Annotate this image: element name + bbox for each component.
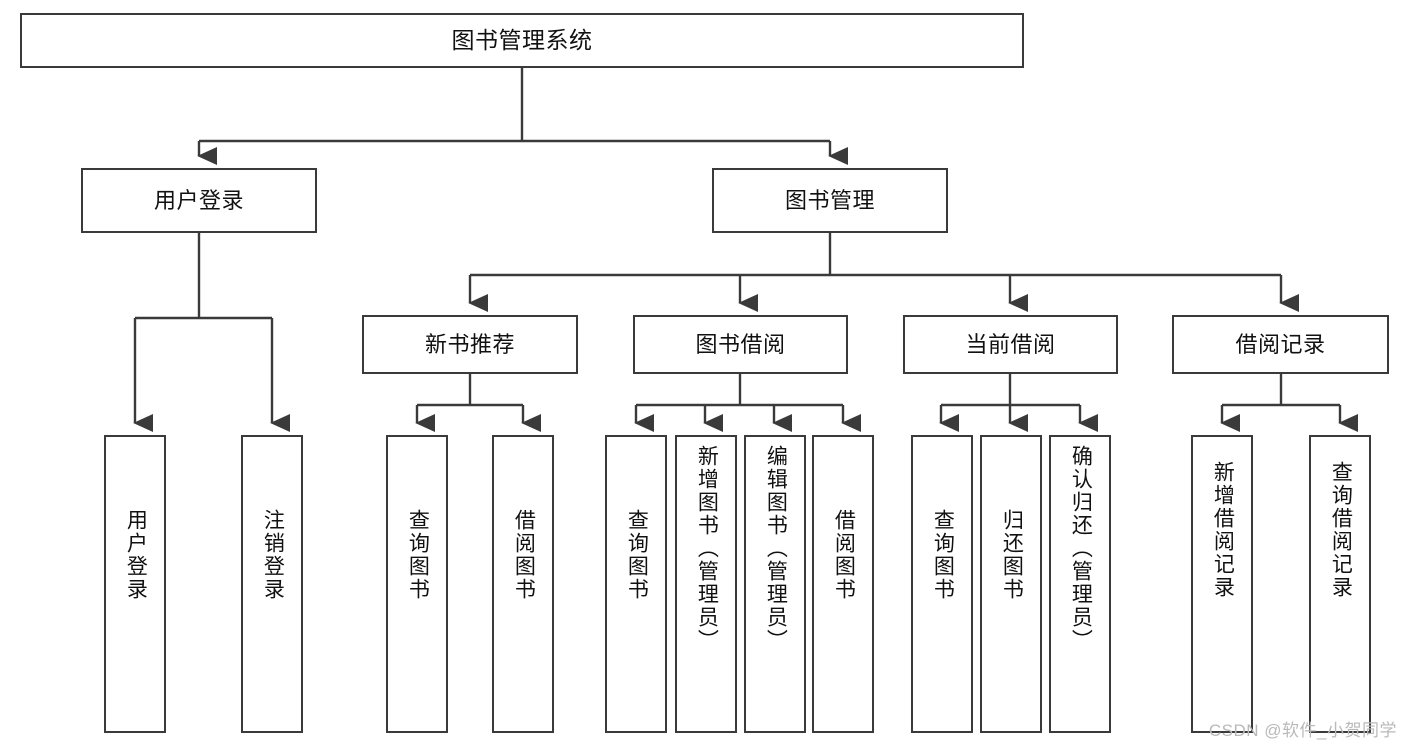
- node-label: 图书借阅: [695, 331, 786, 357]
- node-label: 新增图书（管理员）: [695, 445, 719, 652]
- leaf-add-borrow-record[interactable]: 新增借阅记录: [1191, 435, 1253, 733]
- node-label: 注销登录: [261, 509, 285, 601]
- node-label: 查询图书: [931, 509, 955, 601]
- leaf-add-book-admin[interactable]: 新增图书（管理员）: [675, 435, 737, 733]
- node-current-borrow[interactable]: 当前借阅: [903, 315, 1118, 374]
- leaf-query-borrow-record[interactable]: 查询借阅记录: [1309, 435, 1371, 733]
- node-label: 图书管理: [784, 187, 875, 213]
- node-book-borrow[interactable]: 图书借阅: [633, 315, 848, 374]
- node-user-login[interactable]: 用户登录: [81, 168, 317, 233]
- node-label: 用户登录: [153, 187, 244, 213]
- node-label: 查询图书: [406, 509, 430, 601]
- node-label: 查询图书: [625, 509, 649, 601]
- node-label: 当前借阅: [965, 331, 1056, 357]
- leaf-query-book-current[interactable]: 查询图书: [911, 435, 973, 733]
- node-label: 借阅图书: [512, 509, 536, 601]
- node-label: 借阅记录: [1235, 331, 1326, 357]
- leaf-query-book-borrow[interactable]: 查询图书: [605, 435, 667, 733]
- node-root-system[interactable]: 图书管理系统: [20, 13, 1024, 68]
- leaf-borrow-book-recommend[interactable]: 借阅图书: [492, 435, 554, 733]
- node-label: 归还图书: [1000, 509, 1024, 601]
- leaf-logout[interactable]: 注销登录: [241, 435, 303, 733]
- node-label: 新书推荐: [424, 331, 515, 357]
- leaf-query-book-recommend[interactable]: 查询图书: [386, 435, 448, 733]
- node-label: 确认归还（管理员）: [1069, 445, 1093, 652]
- leaf-edit-book-admin[interactable]: 编辑图书（管理员）: [744, 435, 806, 733]
- leaf-borrow-book[interactable]: 借阅图书: [812, 435, 874, 733]
- watermark-text: CSDN @软件_小贺同学: [1208, 721, 1397, 740]
- node-label: 新增借阅记录: [1211, 461, 1235, 599]
- node-new-book-recommend[interactable]: 新书推荐: [362, 315, 578, 374]
- leaf-return-book[interactable]: 归还图书: [980, 435, 1042, 733]
- leaf-user-login[interactable]: 用户登录: [104, 435, 166, 733]
- node-label: 用户登录: [124, 509, 148, 601]
- leaf-confirm-return-admin[interactable]: 确认归还（管理员）: [1049, 435, 1111, 733]
- node-label: 查询借阅记录: [1329, 461, 1353, 599]
- node-label: 图书管理系统: [451, 27, 593, 53]
- node-label: 编辑图书（管理员）: [764, 445, 788, 652]
- node-label: 借阅图书: [832, 509, 856, 601]
- node-book-management[interactable]: 图书管理: [712, 168, 948, 233]
- node-borrow-record[interactable]: 借阅记录: [1172, 315, 1389, 374]
